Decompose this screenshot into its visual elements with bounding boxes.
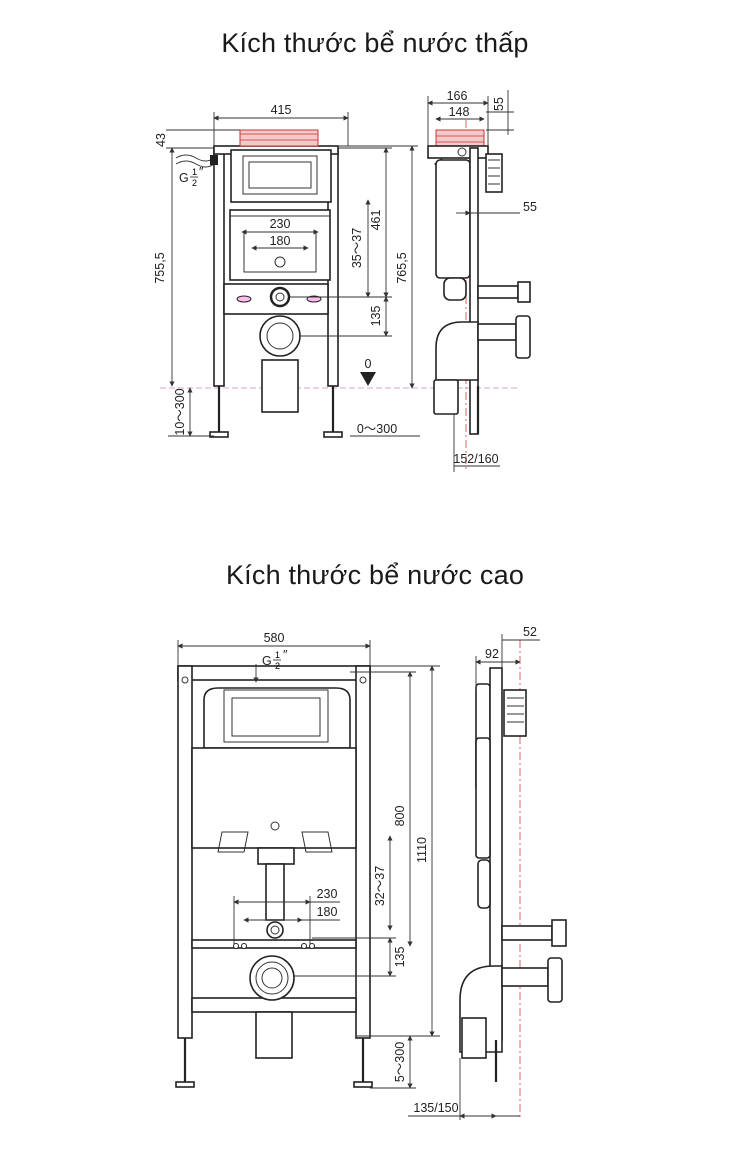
svg-text:1: 1 — [275, 650, 280, 660]
high-tank-side-view: 52 92 135/150 — [408, 625, 567, 1120]
dim-52: 52 — [523, 625, 537, 639]
dim-415: 415 — [271, 103, 292, 117]
dim-580: 580 — [264, 631, 285, 645]
dim-755-5: 755,5 — [153, 252, 167, 283]
title-low-tank: Kích thước bể nước thấp — [221, 28, 529, 58]
low-tank-front-view: 415 43 755,5 10～300 230 180 35～37 461 76… — [153, 103, 520, 438]
dim-35-37: 35～37 — [350, 228, 364, 268]
dim-55-side: 55 — [523, 200, 537, 214]
svg-text:2: 2 — [192, 178, 197, 188]
svg-text:″: ″ — [283, 648, 288, 662]
low-tank-side-view: 166 148 55 55 152/160 — [427, 89, 537, 472]
dim-765-5: 765,5 — [395, 252, 409, 283]
dim-92: 92 — [485, 647, 499, 661]
dim-55-top: 55 — [492, 97, 506, 111]
dim-180-high: 180 — [317, 905, 338, 919]
svg-text:G: G — [179, 171, 189, 185]
dim-0-300: 0～300 — [357, 422, 397, 436]
svg-text:″: ″ — [199, 165, 204, 179]
dim-32-37: 32～37 — [373, 866, 387, 906]
dim-461: 461 — [369, 210, 383, 231]
dim-1110: 1110 — [415, 837, 429, 863]
dim-10-300: 10～300 — [173, 388, 187, 435]
dim-180-low: 180 — [270, 234, 291, 248]
title-high-tank: Kích thước bể nước cao — [225, 560, 525, 590]
dim-230-low: 230 — [270, 217, 291, 231]
svg-text:2: 2 — [275, 661, 280, 671]
svg-text:G: G — [262, 654, 272, 668]
dim-230-high: 230 — [317, 887, 338, 901]
dim-5-300: 5～300 — [393, 1042, 407, 1082]
high-tank-front-view: 580 G 1 2 ″ 800 1110 32～37 230 180 — [175, 631, 440, 1089]
dim-zero: 0 — [365, 357, 372, 371]
dim-135-150: 135/150 — [413, 1101, 458, 1115]
dim-148: 148 — [449, 105, 470, 119]
dim-43: 43 — [154, 133, 168, 147]
dim-800: 800 — [393, 806, 407, 827]
inlet-g-half-low: G 1 2 ″ — [179, 165, 204, 188]
dim-152-160: 152/160 — [453, 452, 498, 466]
dim-166: 166 — [447, 89, 468, 103]
svg-text:1: 1 — [192, 167, 197, 177]
dim-135-high: 135 — [393, 947, 407, 968]
inlet-g-half-high: G 1 2 ″ — [262, 648, 288, 671]
dim-135-low: 135 — [369, 306, 383, 327]
